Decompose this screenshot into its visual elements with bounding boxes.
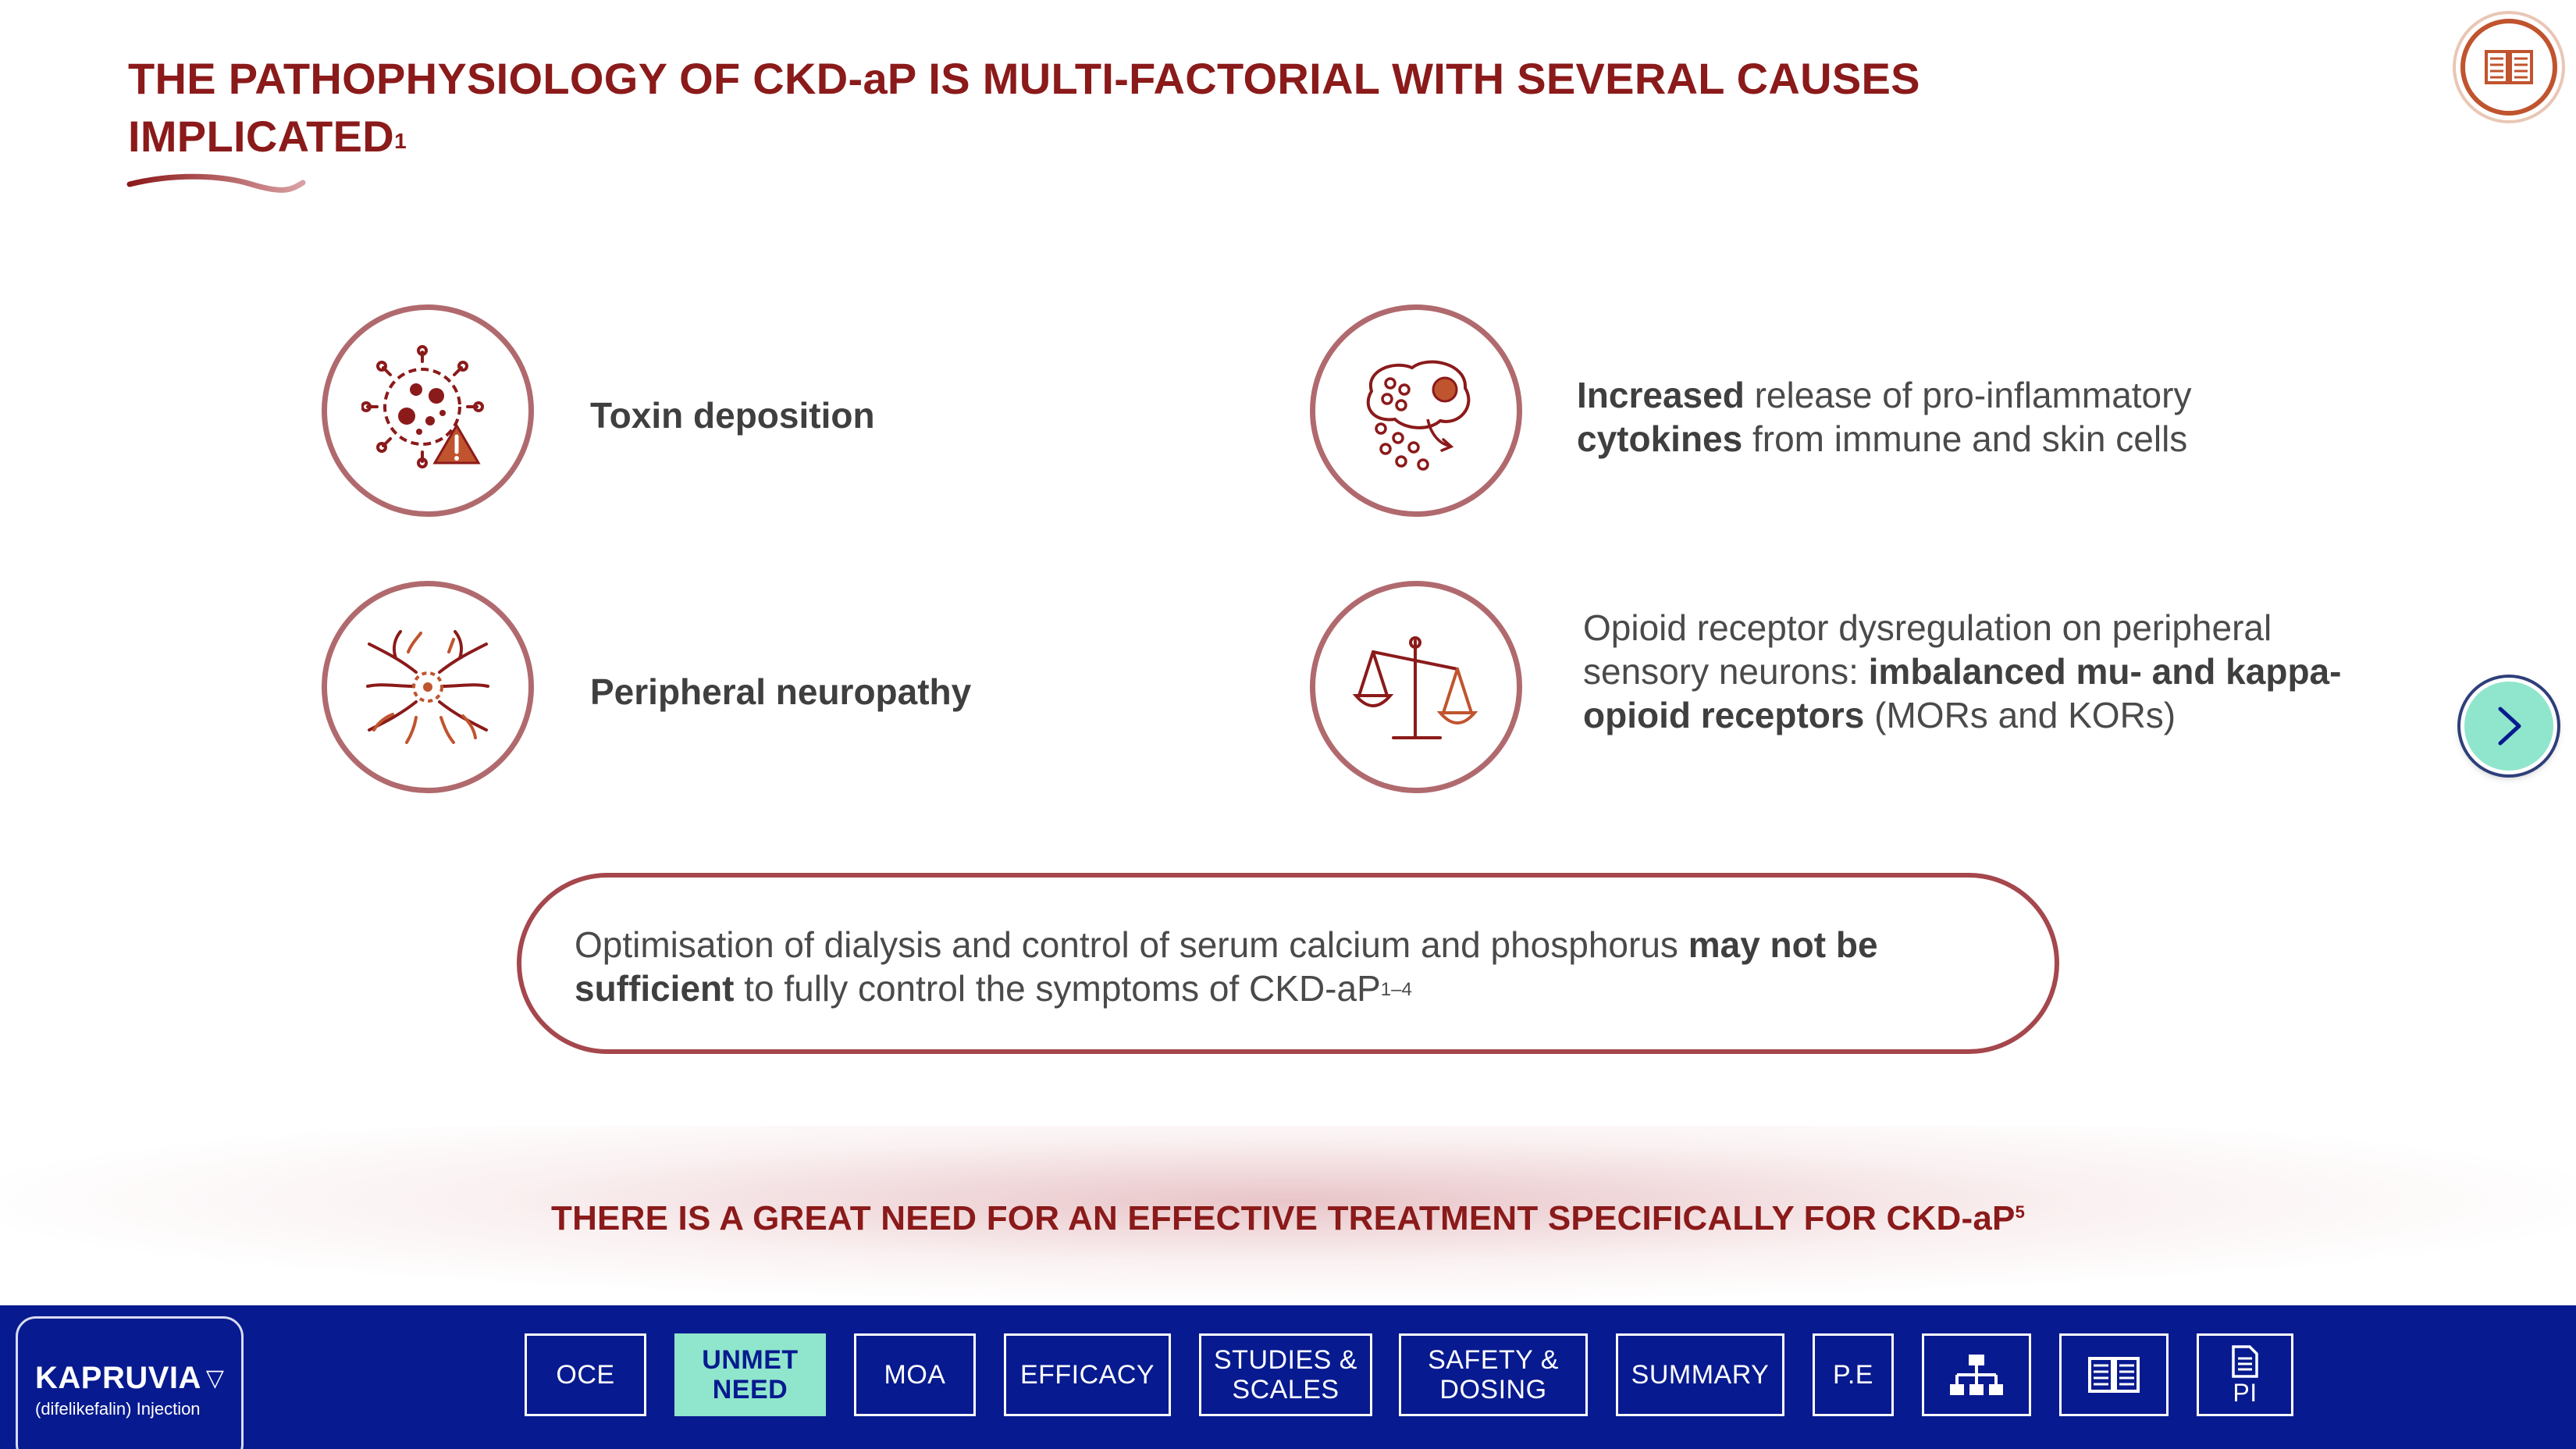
logo-name: KAPRUVIA▽ bbox=[35, 1361, 225, 1395]
references-book-button[interactable] bbox=[2460, 19, 2557, 116]
neuron-icon bbox=[366, 630, 489, 744]
pi-label: PI bbox=[2233, 1379, 2258, 1407]
next-slide-button[interactable] bbox=[2460, 678, 2557, 774]
cause-opioid-dysregulation: Opioid receptor dysregulation on periphe… bbox=[1583, 607, 2342, 735]
need-banner: THERE IS A GREAT NEED FOR AN EFFECTIVE T… bbox=[551, 1199, 2025, 1237]
banner-background bbox=[0, 1126, 2576, 1313]
nav-pi-button[interactable]: PI bbox=[2197, 1333, 2293, 1416]
kapruvia-logo[interactable]: KAPRUVIA▽ (difelikefalin) Injection bbox=[16, 1316, 244, 1449]
toxin-icon-circle bbox=[322, 304, 534, 517]
nav-tab-studies-scales[interactable]: STUDIES &SCALES bbox=[1199, 1333, 1372, 1416]
opioid-icon-circle bbox=[1310, 581, 1522, 793]
book-icon bbox=[2088, 1357, 2140, 1393]
page-title: THE PATHOPHYSIOLOGY OF CKD-aP IS MULTI-F… bbox=[128, 50, 2001, 166]
nav-tab-summary[interactable]: SUMMARY bbox=[1616, 1333, 1784, 1416]
chevron-right-icon bbox=[2498, 707, 2521, 746]
nav-tab-oce[interactable]: OCE bbox=[525, 1333, 646, 1416]
page-title-text: THE PATHOPHYSIOLOGY OF CKD-aP IS MULTI-F… bbox=[128, 54, 1920, 161]
nav-tab-safety-dosing[interactable]: SAFETY &DOSING bbox=[1399, 1333, 1588, 1416]
nav-tab-efficacy[interactable]: EFFICACY bbox=[1004, 1333, 1171, 1416]
book-icon bbox=[2485, 50, 2533, 84]
balance-scale-icon bbox=[1352, 636, 1478, 739]
neuropathy-icon-circle bbox=[322, 581, 534, 793]
cytokine-icon-circle bbox=[1310, 304, 1522, 517]
nav-sitemap-button[interactable] bbox=[1922, 1333, 2031, 1416]
cause-toxin-deposition: Toxin deposition bbox=[590, 395, 875, 436]
virus-toxin-icon bbox=[361, 345, 484, 468]
treatment-note: Optimisation of dialysis and control of … bbox=[517, 873, 2059, 1054]
cause-peripheral-neuropathy: Peripheral neuropathy bbox=[590, 671, 972, 712]
cause-cytokines: Increased release of pro-inflammatory cy… bbox=[1577, 375, 2192, 459]
document-icon bbox=[2232, 1345, 2258, 1378]
nav-references-button[interactable] bbox=[2059, 1333, 2169, 1416]
title-reference: 1 bbox=[394, 129, 407, 153]
nav-tab-moa[interactable]: MOA bbox=[854, 1333, 976, 1416]
title-underline bbox=[126, 173, 306, 193]
nav-tab-pe[interactable]: P.E bbox=[1813, 1333, 1894, 1416]
sitemap-icon bbox=[1950, 1355, 2003, 1395]
logo-subtitle: (difelikefalin) Injection bbox=[35, 1399, 201, 1419]
immune-cell-icon bbox=[1366, 360, 1471, 471]
